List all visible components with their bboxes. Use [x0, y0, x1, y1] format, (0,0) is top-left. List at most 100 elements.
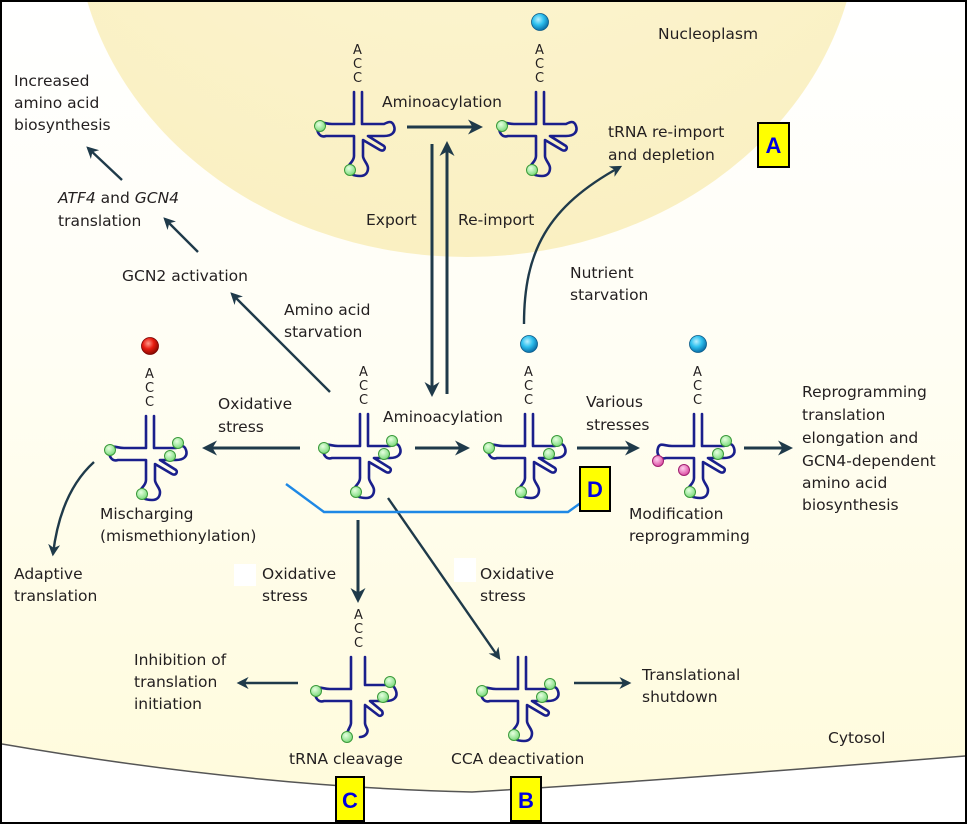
trna-reprogrammed: A C C — [652, 335, 736, 500]
label-adaptive-translation: Adaptive translation — [14, 565, 97, 605]
arrow-atf4-to-biosynthesis — [86, 146, 123, 181]
svg-text:C: C — [535, 71, 544, 86]
label-cca-deactivation: CCA deactivation — [451, 750, 584, 768]
trna-cytosol-charged: A C C — [483, 335, 567, 500]
badge-b: B — [510, 776, 542, 822]
svg-text:Modification: Modification — [629, 505, 723, 523]
label-reimport: Re-import — [458, 211, 534, 229]
nucleus-region — [87, 2, 847, 257]
svg-text:A: A — [693, 365, 702, 380]
label-reprogramming-outcome: Reprogramming translation elongation and… — [802, 383, 936, 514]
badge-c: C — [335, 776, 365, 822]
svg-text:GCN4-dependent: GCN4-dependent — [802, 452, 936, 470]
modification-dot — [483, 442, 495, 454]
modification-dot — [386, 435, 398, 447]
svg-text:D: D — [587, 477, 603, 502]
svg-text:biosynthesis: biosynthesis — [14, 116, 111, 134]
svg-text:A: A — [524, 365, 533, 380]
svg-text:Oxidative: Oxidative — [218, 395, 292, 413]
trna-nuclear-uncharged: A C C — [314, 43, 396, 178]
svg-text:Mischarging: Mischarging — [100, 505, 194, 523]
label-inhibition-of-initiation: Inhibition of translation initiation — [134, 651, 227, 713]
svg-text:A: A — [359, 365, 368, 380]
amino-acid-ball — [531, 13, 549, 31]
modification-dot — [476, 685, 488, 697]
amino-acid-ball — [520, 335, 538, 353]
svg-text:C: C — [353, 71, 362, 86]
nucleoplasm-label: Nucleoplasm — [658, 25, 758, 43]
svg-text:Increased: Increased — [14, 72, 89, 90]
svg-text:tRNA re-import: tRNA re-import — [608, 123, 724, 141]
modification-dot — [684, 486, 696, 498]
trna-cca-deactivated — [476, 655, 560, 743]
svg-text:translation: translation — [58, 212, 141, 230]
amino-acid-ball — [689, 335, 707, 353]
badge-a: A — [757, 122, 790, 168]
svg-text:translation: translation — [134, 673, 217, 691]
label-modification-reprogramming: Modification reprogramming — [629, 505, 750, 545]
svg-text:biosynthesis: biosynthesis — [802, 496, 899, 514]
svg-text:Amino acid: Amino acid — [284, 301, 370, 319]
arrow-adaptive-translation — [48, 461, 95, 557]
pink-modification-dot — [652, 455, 664, 467]
modification-dot — [515, 486, 527, 498]
svg-text:starvation: starvation — [570, 286, 648, 304]
svg-text:amino acid: amino acid — [802, 474, 887, 492]
svg-text:A: A — [766, 133, 782, 158]
modification-dot — [318, 442, 330, 454]
svg-text:C: C — [535, 57, 544, 72]
arrow-gcn2-to-atf4 — [163, 217, 199, 253]
modification-dot — [310, 685, 322, 697]
modification-dot — [344, 164, 356, 176]
svg-text:stresses: stresses — [586, 416, 649, 434]
svg-text:stress: stress — [218, 418, 264, 436]
label-increased-aa-biosynthesis: Increased amino acid biosynthesis — [14, 72, 111, 134]
label-gcn2-activation: GCN2 activation — [122, 267, 248, 285]
modification-dot — [526, 164, 538, 176]
modification-dot — [314, 120, 326, 132]
label-aminoacylation-cytosol: Aminoacylation — [383, 408, 503, 426]
svg-text:B: B — [518, 788, 534, 813]
svg-text:reprogramming: reprogramming — [629, 527, 750, 545]
label-mischarging: Mischarging (mismethionylation) — [100, 505, 256, 545]
modification-dot — [544, 678, 556, 690]
arrow-amino-acid-starvation — [230, 292, 331, 393]
svg-text:Adaptive: Adaptive — [14, 565, 83, 583]
svg-text:Various: Various — [586, 393, 643, 411]
label-atf4-gcn4-translation: ATF4 and GCN4 translation — [57, 189, 179, 230]
modification-dot — [136, 488, 148, 500]
svg-text:elongation and: elongation and — [802, 429, 918, 447]
pink-modification-dot — [678, 464, 690, 476]
svg-text:starvation: starvation — [284, 323, 362, 341]
svg-text:A: A — [145, 367, 154, 382]
svg-text:A: A — [353, 43, 362, 58]
svg-text:translation: translation — [802, 406, 885, 424]
cell-membrane — [2, 743, 965, 793]
svg-text:C: C — [354, 622, 363, 637]
svg-text:C: C — [353, 57, 362, 72]
label-oxidative-stress-cleavage: Oxidative stress — [262, 565, 336, 605]
svg-text:C: C — [693, 379, 702, 394]
svg-text:C: C — [342, 788, 358, 813]
svg-text:Translational: Translational — [641, 666, 740, 684]
label-aminoacylation-nucleus: Aminoacylation — [382, 93, 502, 111]
label-export: Export — [366, 211, 417, 229]
modification-dot — [712, 448, 724, 460]
label-trna-cleavage: tRNA cleavage — [289, 750, 403, 768]
svg-text:translation: translation — [14, 587, 97, 605]
modification-dot — [720, 435, 732, 447]
svg-text:and depletion: and depletion — [608, 146, 715, 164]
svg-text:C: C — [354, 636, 363, 651]
artifact-square — [454, 558, 476, 582]
label-translational-shutdown: Translational shutdown — [641, 666, 740, 706]
label-trna-reimport: tRNA re-import and depletion — [608, 123, 724, 164]
arrow-cca-deactivation — [387, 497, 501, 660]
svg-text:C: C — [145, 395, 154, 410]
modification-dot — [377, 691, 389, 703]
artifact-square — [234, 564, 256, 586]
svg-text:C: C — [524, 379, 533, 394]
modification-dot — [384, 676, 396, 688]
label-amino-acid-starvation: Amino acid starvation — [284, 301, 370, 341]
label-oxidative-stress-cca: Oxidative stress — [480, 565, 554, 605]
modification-dot — [496, 120, 508, 132]
